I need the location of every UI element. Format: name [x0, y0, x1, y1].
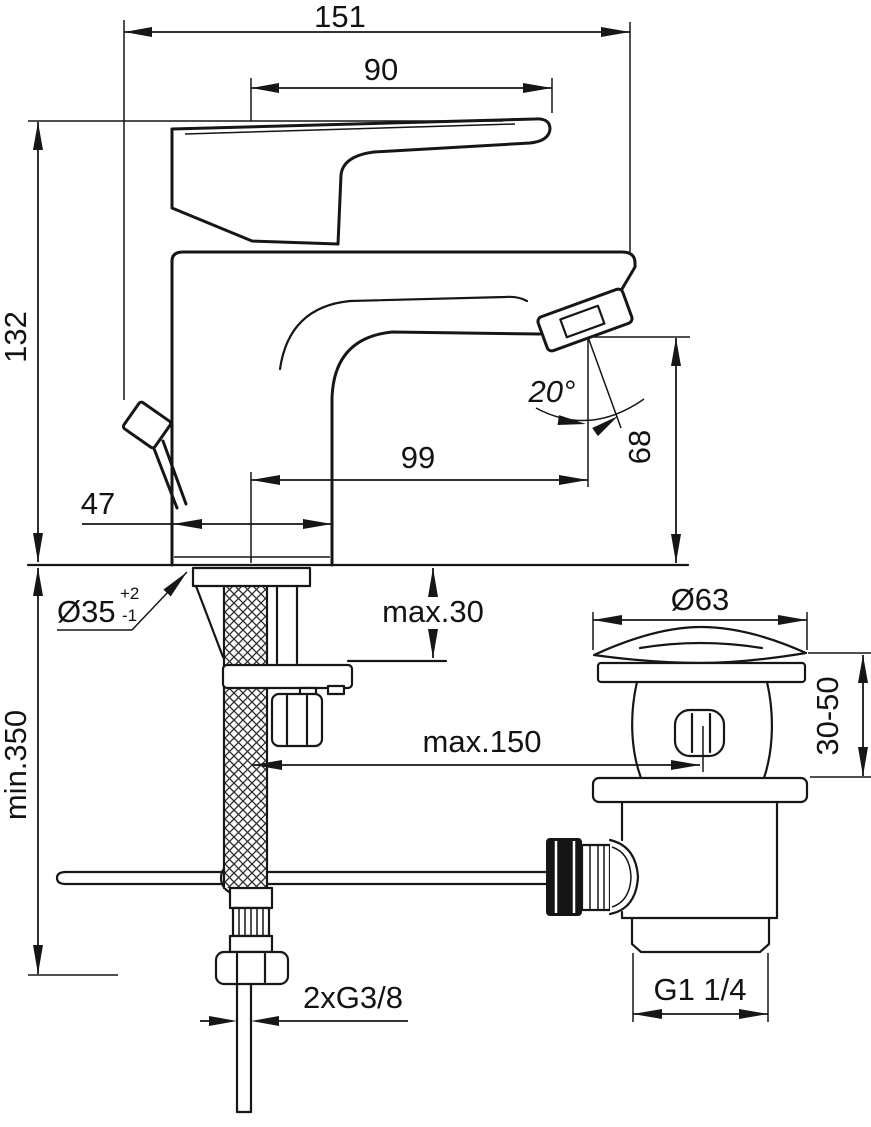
dimension-plug-diameter: Ø63 — [592, 582, 808, 650]
mounting-shank — [191, 566, 354, 748]
dim-handle-length-label: 90 — [364, 52, 398, 87]
dim-deck-thickness-label: max.30 — [382, 594, 484, 629]
spout-crease-line — [278, 295, 529, 371]
dimension-body-width: 47 — [81, 486, 332, 529]
mounting-nut — [270, 692, 324, 748]
dimension-supply-thread: 2xG3/8 — [200, 980, 408, 1026]
dimension-overall-width: 151 — [123, 0, 631, 400]
dim-adjustment-range-label: 30-50 — [810, 676, 845, 755]
dim-waste-thread-label: G1 1/4 — [653, 972, 746, 1007]
dimension-min-clearance: min.350 — [0, 568, 118, 976]
dim-spout-reach-label: 99 — [401, 440, 435, 475]
faucet-body — [170, 250, 637, 567]
pop-up-rod — [55, 860, 550, 896]
dim-height-label: 132 — [0, 311, 33, 363]
handle-lever — [170, 117, 552, 246]
waste-outlet-thread — [630, 916, 771, 954]
spout-aerator — [536, 287, 634, 353]
pull-rod-knob — [121, 400, 188, 510]
dim-outlet-height-label: 68 — [622, 430, 657, 464]
waste-plug-cap — [592, 625, 808, 665]
hose-ferrule-top — [228, 886, 274, 910]
dim-overall-width-label: 151 — [314, 0, 366, 34]
waste-body — [631, 680, 773, 780]
mounting-flange — [221, 663, 354, 690]
dimension-spout-angle: 20° — [528, 336, 645, 437]
waste-pivot-slot — [673, 708, 726, 758]
dim-body-width-label: 47 — [81, 486, 115, 521]
rod-joint-housing — [608, 838, 640, 916]
waste-lower-flange — [591, 776, 809, 804]
dimension-adjustment-range: 30-50 — [808, 652, 871, 778]
dimension-waste-thread: G1 1/4 — [632, 953, 769, 1022]
hose-ferrule-bottom — [228, 934, 274, 954]
dim-hole-tolerance-upper: +2 — [120, 584, 139, 603]
dim-min-clearance-label: min.350 — [0, 710, 33, 820]
waste-assembly — [546, 625, 809, 954]
dimension-height: 132 — [0, 120, 503, 562]
dim-supply-thread-label: 2xG3/8 — [303, 980, 403, 1015]
dimension-rod-reach: max.150 — [253, 724, 700, 770]
counter-deck-line — [26, 563, 690, 663]
dimension-hole-diameter: Ø35 +2 -1 — [57, 571, 188, 631]
waste-tailpiece — [620, 800, 779, 920]
supply-pipe — [235, 982, 253, 1114]
dimension-spout-reach: 99 — [250, 337, 589, 563]
dim-spout-angle-label: 20° — [528, 374, 576, 409]
dimension-outlet-height: 68 — [594, 336, 690, 563]
dim-plug-diameter-label: Ø63 — [671, 582, 730, 617]
dimension-handle-length: 90 — [250, 52, 553, 121]
supply-hose — [214, 584, 290, 1114]
dim-hole-diameter-label: Ø35 — [57, 594, 116, 629]
hose-connection-nut — [214, 950, 290, 986]
dim-rod-reach-label: max.150 — [423, 724, 542, 759]
dimension-deck-thickness: max.30 — [382, 568, 484, 658]
dim-hole-tolerance-lower: -1 — [122, 606, 137, 625]
rod-joint-knurled-knob — [546, 838, 582, 916]
